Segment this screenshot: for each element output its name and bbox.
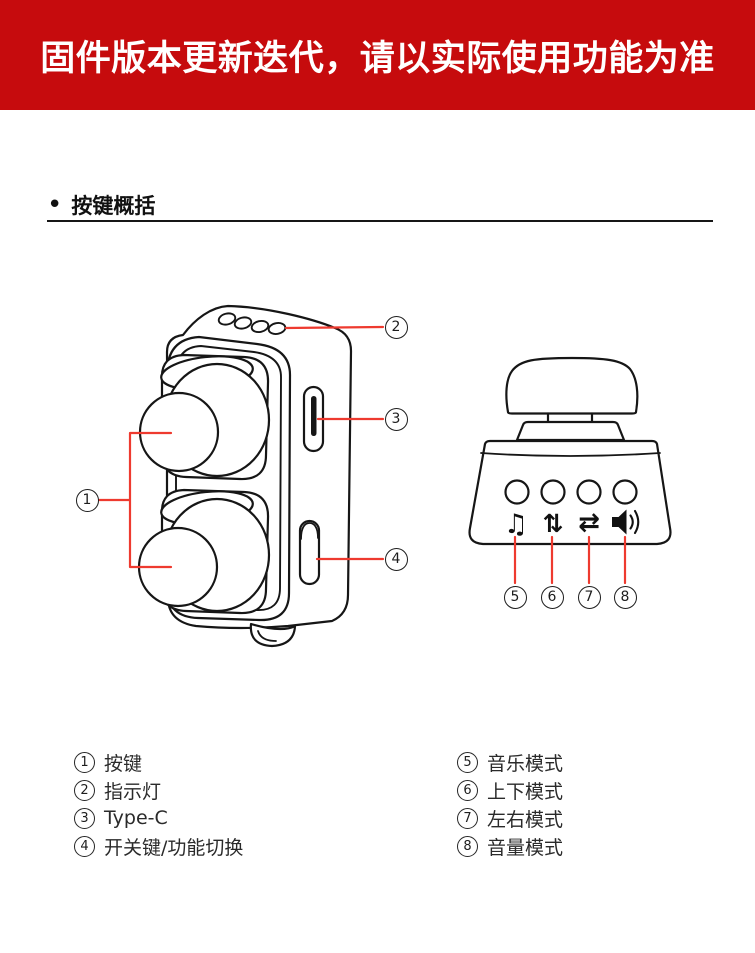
legend-num-6: 6 — [457, 779, 478, 801]
legend-label-1: 按键 — [104, 752, 143, 775]
callout-7: 7 — [577, 585, 601, 609]
notice-banner: 固件版本更新迭代，请以实际使用功能为准 — [0, 0, 755, 110]
legend-item-2: 2 指示灯 — [74, 776, 243, 804]
legend-left: 1 按键 2 指示灯 3 Type-C 4 开关键/功能切换 — [74, 748, 243, 860]
up-down-arrows-icon: ⇅ — [543, 509, 564, 538]
callout-3: 3 — [384, 407, 408, 431]
indicator-leds — [217, 312, 287, 335]
legend-item-4: 4 开关键/功能切换 — [74, 832, 243, 860]
legend-item-7: 7 左右模式 — [457, 804, 563, 832]
legend-num-1: 1 — [74, 751, 95, 773]
callout-5: 5 — [503, 585, 527, 609]
callout-1: 1 — [75, 488, 99, 512]
power-switch-cap-line — [300, 522, 319, 540]
legend-label-7: 左右模式 — [487, 808, 564, 831]
music-note-icon: ♫ — [504, 509, 528, 540]
callout-4: 4 — [384, 547, 408, 571]
legend-num-7: 7 — [457, 807, 478, 829]
bullet-icon: • — [47, 190, 63, 220]
legend-num-8: 8 — [457, 835, 478, 857]
clip-device-drawing — [137, 304, 353, 648]
legend-item-6: 6 上下模式 — [457, 776, 563, 804]
callout-leader-lines — [97, 325, 627, 585]
notice-banner-text: 固件版本更新迭代，请以实际使用功能为准 — [40, 38, 715, 79]
mode-hole-2 — [540, 479, 566, 505]
type-c-slot — [311, 396, 317, 436]
led-4 — [267, 322, 287, 335]
legend-label-4: 开关键/功能切换 — [104, 836, 244, 859]
section-heading: • 按键概括 — [47, 190, 155, 220]
rocker-cap — [505, 356, 639, 415]
callout-2: 2 — [384, 315, 408, 339]
legend-label-6: 上下模式 — [487, 780, 564, 803]
rocker-neck — [546, 412, 594, 424]
base-bevel-line — [480, 452, 661, 457]
legend-num-2: 2 — [74, 779, 95, 801]
mode-hole-3 — [576, 479, 602, 505]
legend-num-3: 3 — [74, 807, 95, 829]
legend-item-1: 1 按键 — [74, 748, 243, 776]
mode-icons: ♫ ⇅ ⇄ — [504, 508, 640, 540]
bottom-clamp-pad-line — [257, 630, 277, 642]
legend-num-4: 4 — [74, 835, 95, 857]
power-switch — [298, 519, 321, 586]
left-right-arrows-icon: ⇄ — [578, 508, 600, 538]
rocker-device-drawing — [468, 356, 672, 546]
rocker-collar — [515, 420, 626, 442]
legend-right: 5 音乐模式 6 上下模式 7 左右模式 8 音量模式 — [457, 748, 563, 860]
legend-item-3: 3 Type-C — [74, 804, 243, 832]
legend-label-2: 指示灯 — [104, 780, 162, 803]
legend-item-8: 8 音量模式 — [457, 832, 563, 860]
legend-num-5: 5 — [457, 751, 478, 773]
legend-item-5: 5 音乐模式 — [457, 748, 563, 776]
section-title: 按键概括 — [71, 194, 156, 218]
leader-line-2 — [284, 325, 385, 330]
mode-hole-4 — [612, 479, 638, 505]
led-2 — [233, 316, 253, 330]
bottom-clamp-pad — [249, 622, 297, 648]
legend-label-8: 音量模式 — [487, 836, 564, 859]
leader-line-1 — [97, 431, 173, 569]
callout-8: 8 — [613, 585, 637, 609]
led-1 — [217, 312, 237, 326]
device-illustration: ♫ ⇅ ⇄ 1 2 — [0, 240, 755, 700]
callout-6: 6 — [540, 585, 564, 609]
device-illustration-drawing: ♫ ⇅ ⇄ — [97, 304, 672, 648]
mode-hole-1 — [504, 479, 530, 505]
speaker-icon — [612, 509, 640, 535]
led-3 — [250, 319, 270, 334]
section-divider — [47, 220, 713, 222]
legend-label-5: 音乐模式 — [487, 752, 564, 775]
legend-label-3: Type-C — [104, 807, 168, 829]
